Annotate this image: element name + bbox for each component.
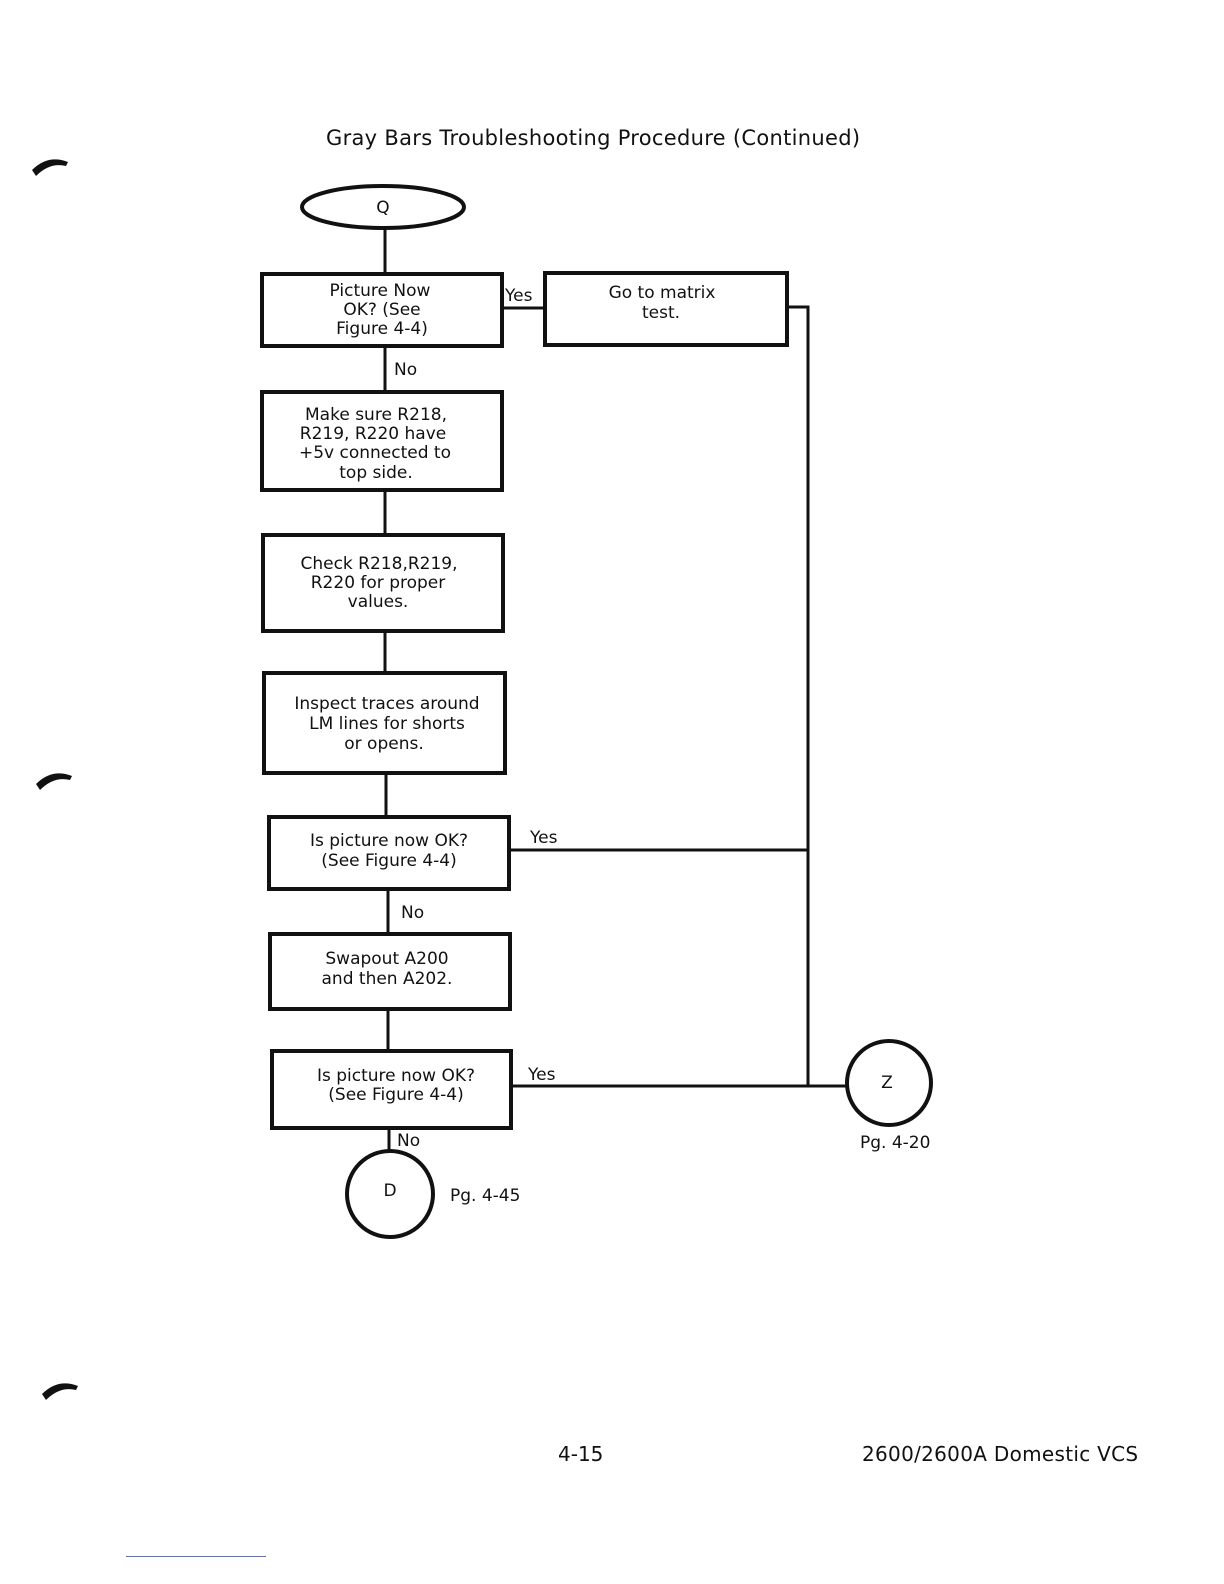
edge-label-yes: Yes	[504, 286, 533, 306]
box-text: +5v connected to	[299, 443, 451, 463]
start-terminal-label: Q	[376, 198, 389, 218]
decision-picture-ok-3	[270, 1049, 513, 1130]
edge-label-no: No	[401, 903, 424, 923]
box-text: values.	[348, 592, 409, 612]
process-check-5v-connection	[260, 390, 504, 492]
bottom-rule	[126, 1556, 266, 1557]
process-check-resistor-values	[261, 533, 505, 633]
box-text: OK? (See	[343, 300, 420, 320]
box-text: and then A202.	[322, 969, 453, 989]
document-model: 2600/2600A Domestic VCS	[862, 1442, 1139, 1466]
box-text: test.	[642, 303, 680, 323]
page-number: 4-15	[558, 1442, 604, 1466]
box-text: Inspect traces around	[294, 694, 479, 714]
process-swap-a200-a202	[268, 932, 512, 1011]
edge-label-no: No	[394, 360, 417, 380]
connector-z-label: Z	[881, 1073, 893, 1093]
box-text: Is picture now OK?	[317, 1066, 475, 1086]
box-text: or opens.	[344, 734, 423, 754]
box-text: (See Figure 4-4)	[321, 851, 456, 871]
box-text: R219, R220 have	[300, 424, 446, 444]
connector-z-page-ref: Pg. 4-20	[860, 1133, 930, 1153]
box-text: Go to matrix	[609, 283, 716, 303]
decision-picture-ok-2	[267, 815, 511, 891]
page-title: Gray Bars Troubleshooting Procedure (Con…	[326, 126, 861, 150]
binder-mark-middle	[36, 773, 72, 790]
start-terminal	[300, 184, 466, 230]
box-text: Check R218,R219,	[300, 554, 457, 574]
box-text: LM lines for shorts	[309, 714, 465, 734]
box-text: (See Figure 4-4)	[328, 1085, 463, 1105]
box-text: R220 for proper	[311, 573, 446, 593]
process-inspect-lm-traces	[262, 671, 507, 775]
box-text: top side.	[339, 463, 413, 483]
box-text: Is picture now OK?	[310, 831, 468, 851]
connector-d-label: D	[383, 1181, 396, 1201]
box-text: Swapout A200	[325, 949, 448, 969]
connector-z	[845, 1039, 933, 1127]
box-text: Figure 4-4)	[336, 319, 428, 339]
box-text: Picture Now	[330, 281, 431, 301]
binder-mark-bottom	[42, 1383, 78, 1400]
connector-d-page-ref: Pg. 4-45	[450, 1186, 520, 1206]
decision-picture-ok-1	[260, 272, 504, 348]
edge-label-no: No	[397, 1131, 420, 1151]
box-text: Make sure R218,	[305, 405, 447, 425]
binder-mark-top	[32, 159, 68, 176]
edge-label-yes: Yes	[527, 1065, 556, 1085]
flow-lines	[383, 228, 846, 1150]
edge-label-yes: Yes	[529, 828, 558, 848]
connector-d	[345, 1149, 435, 1239]
process-go-to-matrix-test	[543, 271, 789, 347]
